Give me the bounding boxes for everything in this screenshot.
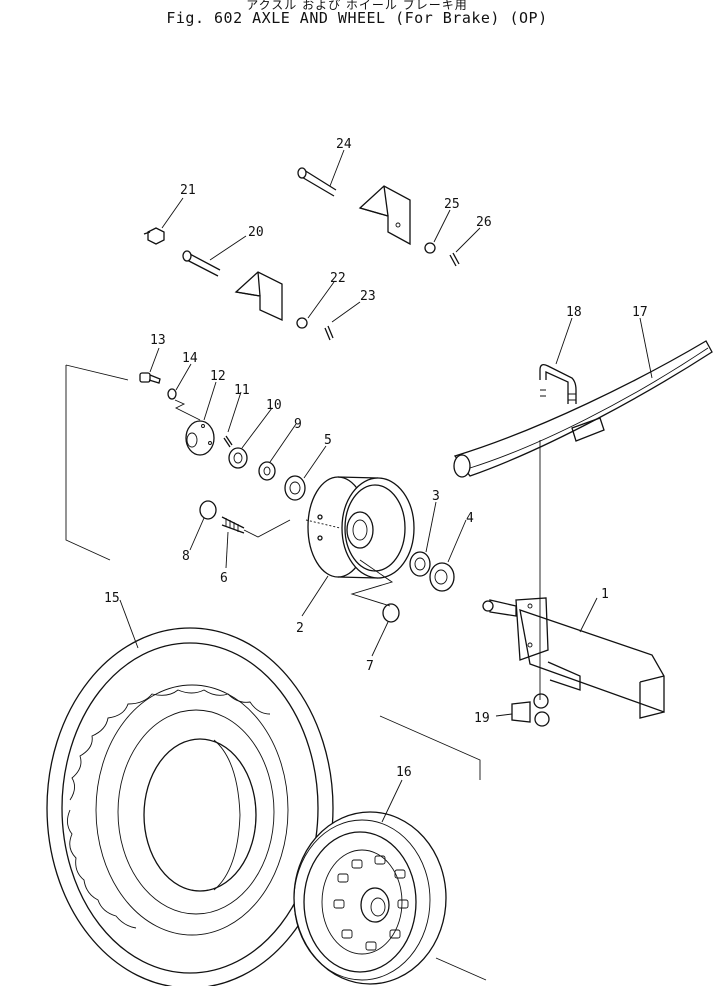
callout-23: 23 [360, 289, 376, 304]
cotter-pin-part-11 [223, 435, 233, 448]
callout-17: 17 [632, 305, 648, 320]
washer-part-9 [258, 461, 276, 481]
nut-part-7 [382, 603, 400, 623]
bracket-part-20-body [234, 271, 283, 322]
callout-13: 13 [150, 333, 166, 348]
cotter-pin-part-26 [449, 252, 460, 267]
nuts-part-19 [511, 693, 550, 727]
bolt-part-13 [139, 372, 161, 384]
tire-part-15 [46, 627, 334, 986]
washer-part-25 [424, 242, 436, 254]
washer-part-22 [296, 317, 308, 329]
callout-14: 14 [182, 351, 198, 366]
figure-subtitle-japanese: アクスル および ホイール ブレーキ用 [246, 0, 468, 12]
callout-18: 18 [566, 305, 582, 320]
pin-part-24 [297, 167, 337, 197]
callout-11: 11 [234, 383, 250, 398]
callout-4: 4 [466, 511, 474, 526]
cotter-pin-part-23 [324, 325, 334, 341]
callout-6: 6 [220, 571, 228, 586]
u-bolt-part-18 [539, 364, 577, 404]
axle-part-1 [482, 597, 665, 719]
bearing-part-4 [429, 562, 455, 592]
nut-part-10 [228, 447, 248, 469]
callout-20: 20 [248, 225, 264, 240]
callout-7: 7 [366, 659, 374, 674]
callout-26: 26 [476, 215, 492, 230]
figure-title: Fig. 602 AXLE AND WHEEL (For Brake) (OP) [166, 9, 548, 27]
callout-12: 12 [210, 369, 226, 384]
callout-19: 19 [474, 711, 490, 726]
callout-3: 3 [432, 489, 440, 504]
callout-15: 15 [104, 591, 120, 606]
callout-21: 21 [180, 183, 196, 198]
callout-22: 22 [330, 271, 346, 286]
brake-drum-hub-part-2 [307, 476, 415, 579]
assembly-lines [65, 364, 541, 981]
callout-numbers: 1 2 3 4 5 6 7 8 9 10 11 12 13 14 15 16 1… [104, 137, 648, 780]
wheel-rim-part-16 [293, 811, 447, 985]
callout-leaders [119, 149, 653, 823]
callout-25: 25 [444, 197, 460, 212]
nut-part-8 [199, 500, 217, 520]
callout-1: 1 [601, 587, 609, 602]
callout-5: 5 [324, 433, 332, 448]
cap-part-12 [185, 420, 215, 456]
callout-10: 10 [266, 398, 282, 413]
callout-2: 2 [296, 621, 304, 636]
callout-16: 16 [396, 765, 412, 780]
callout-9: 9 [294, 417, 302, 432]
bracket-part-24 [358, 185, 411, 246]
leaf-spring-part-17 [453, 340, 713, 478]
grease-fitting-part-21 [143, 227, 165, 245]
stud-part-6 [221, 516, 245, 534]
bearing-part-5 [284, 475, 306, 501]
washer-part-14 [167, 388, 177, 400]
callout-24: 24 [336, 137, 352, 152]
bearing-part-3 [409, 551, 431, 577]
pin-part-20 [182, 250, 221, 277]
callout-8: 8 [182, 549, 190, 564]
